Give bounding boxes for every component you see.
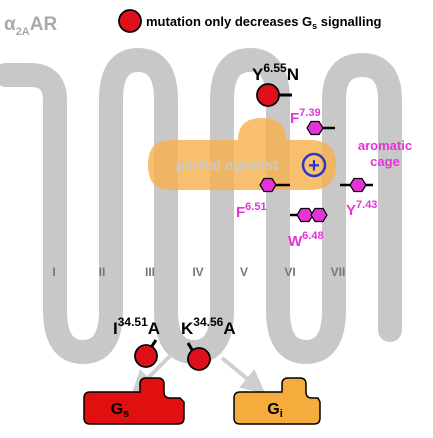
partial-agonist: partial agonist + [148, 118, 336, 190]
helix-label-7: VII [331, 265, 346, 279]
residue-w648-base: W [288, 233, 303, 250]
title-subscript: 2A [16, 26, 30, 38]
residue-w648-label: W6.48 [288, 230, 324, 250]
residue-y655-tail: N [287, 65, 299, 84]
indole-ring-icon [296, 207, 314, 223]
residue-f651-base: F [236, 204, 245, 221]
residue-i3451-label: I34.51A [113, 315, 160, 338]
gs-protein: Gs [83, 377, 185, 425]
arrow-to-gi [220, 356, 266, 394]
legend-text: mutation only decreases Gs signalling [146, 14, 382, 31]
transmembrane-snake [0, 48, 402, 364]
legend-text-before: mutation only decreases G [146, 14, 312, 29]
legend-text-sub: s [312, 21, 317, 31]
ligand-shape [148, 118, 336, 190]
residue-i3451: I34.51A [113, 315, 160, 368]
residue-f651-label: F6.51 [236, 201, 267, 221]
aromatic-cage-line1: aromatic [358, 138, 412, 153]
residue-k3456-mutation-marker [187, 347, 211, 371]
helix-label-2: II [99, 265, 106, 279]
residue-y655-sup: 6.55 [263, 61, 287, 75]
residue-w648: W6.48 [288, 207, 328, 250]
residue-f651-sup: 6.51 [245, 201, 266, 213]
title-tail: AR [30, 14, 58, 35]
residue-f739-base: F [290, 110, 299, 127]
aromatic-cage-label: aromatic cage [358, 138, 412, 169]
helix-label-3: III [145, 265, 155, 279]
charge-symbol: + [308, 155, 320, 177]
gi-protein-shape [233, 377, 321, 425]
positive-charge-icon [301, 152, 327, 178]
helix-label-1: I [52, 265, 55, 279]
residue-y655-base: Y [252, 65, 264, 84]
gi-base: G [267, 401, 279, 418]
gi-sub: i [280, 408, 283, 420]
legend-mutation-marker [118, 9, 142, 33]
residue-f739-sup: 7.39 [299, 107, 320, 119]
gs-base: G [111, 401, 123, 418]
residue-y743: Y7.43 [340, 177, 377, 219]
helix-labels: I II III IV V VI VII [52, 265, 345, 279]
title-alpha: α [4, 14, 16, 35]
residue-i3451-tail: A [148, 319, 160, 338]
aromatic-ring-icon [259, 177, 277, 193]
gi-label: Gi [267, 401, 283, 420]
residue-k3456-base: K [181, 319, 194, 338]
helix-label-6: VI [284, 265, 295, 279]
gs-sub: s [123, 408, 129, 420]
residue-w648-sup: 6.48 [302, 230, 323, 242]
indole-ring-icon-2 [310, 207, 328, 223]
residue-y743-label: Y7.43 [346, 199, 377, 219]
aromatic-cage-line2: cage [370, 154, 400, 169]
residue-y655-label: Y6.55N [252, 61, 299, 84]
residue-y655-mutation-marker [256, 83, 280, 107]
residue-f651: F6.51 [236, 177, 290, 221]
ligand-label: partial agonist [176, 157, 279, 174]
residue-k3456-sup: 34.56 [193, 315, 223, 329]
helix-label-4: IV [192, 265, 203, 279]
legend: mutation only decreases Gs signalling [118, 9, 382, 33]
residue-k3456-label: K34.56A [181, 315, 236, 338]
gs-protein-shape [83, 377, 185, 425]
residue-k3456-tail: A [223, 319, 235, 338]
gs-label: Gs [111, 401, 130, 420]
aromatic-ring-icon [306, 120, 324, 136]
residue-y743-base: Y [346, 202, 356, 219]
residue-f739-label: F7.39 [290, 107, 321, 127]
aromatic-ring-icon [349, 177, 367, 193]
residue-i3451-sup: 34.51 [118, 315, 148, 329]
legend-text-after: signalling [317, 14, 381, 29]
receptor-title: α2AAR [4, 14, 57, 38]
residue-f739: F7.39 [290, 107, 335, 136]
gi-protein: Gi [233, 377, 321, 425]
residue-y655: Y6.55N [252, 61, 299, 107]
residue-i3451-mutation-marker [134, 344, 158, 368]
residue-i3451-base: I [113, 319, 118, 338]
residue-k3456: K34.56A [181, 315, 236, 371]
helix-label-5: V [240, 265, 248, 279]
residue-y743-sup: 7.43 [356, 199, 377, 211]
